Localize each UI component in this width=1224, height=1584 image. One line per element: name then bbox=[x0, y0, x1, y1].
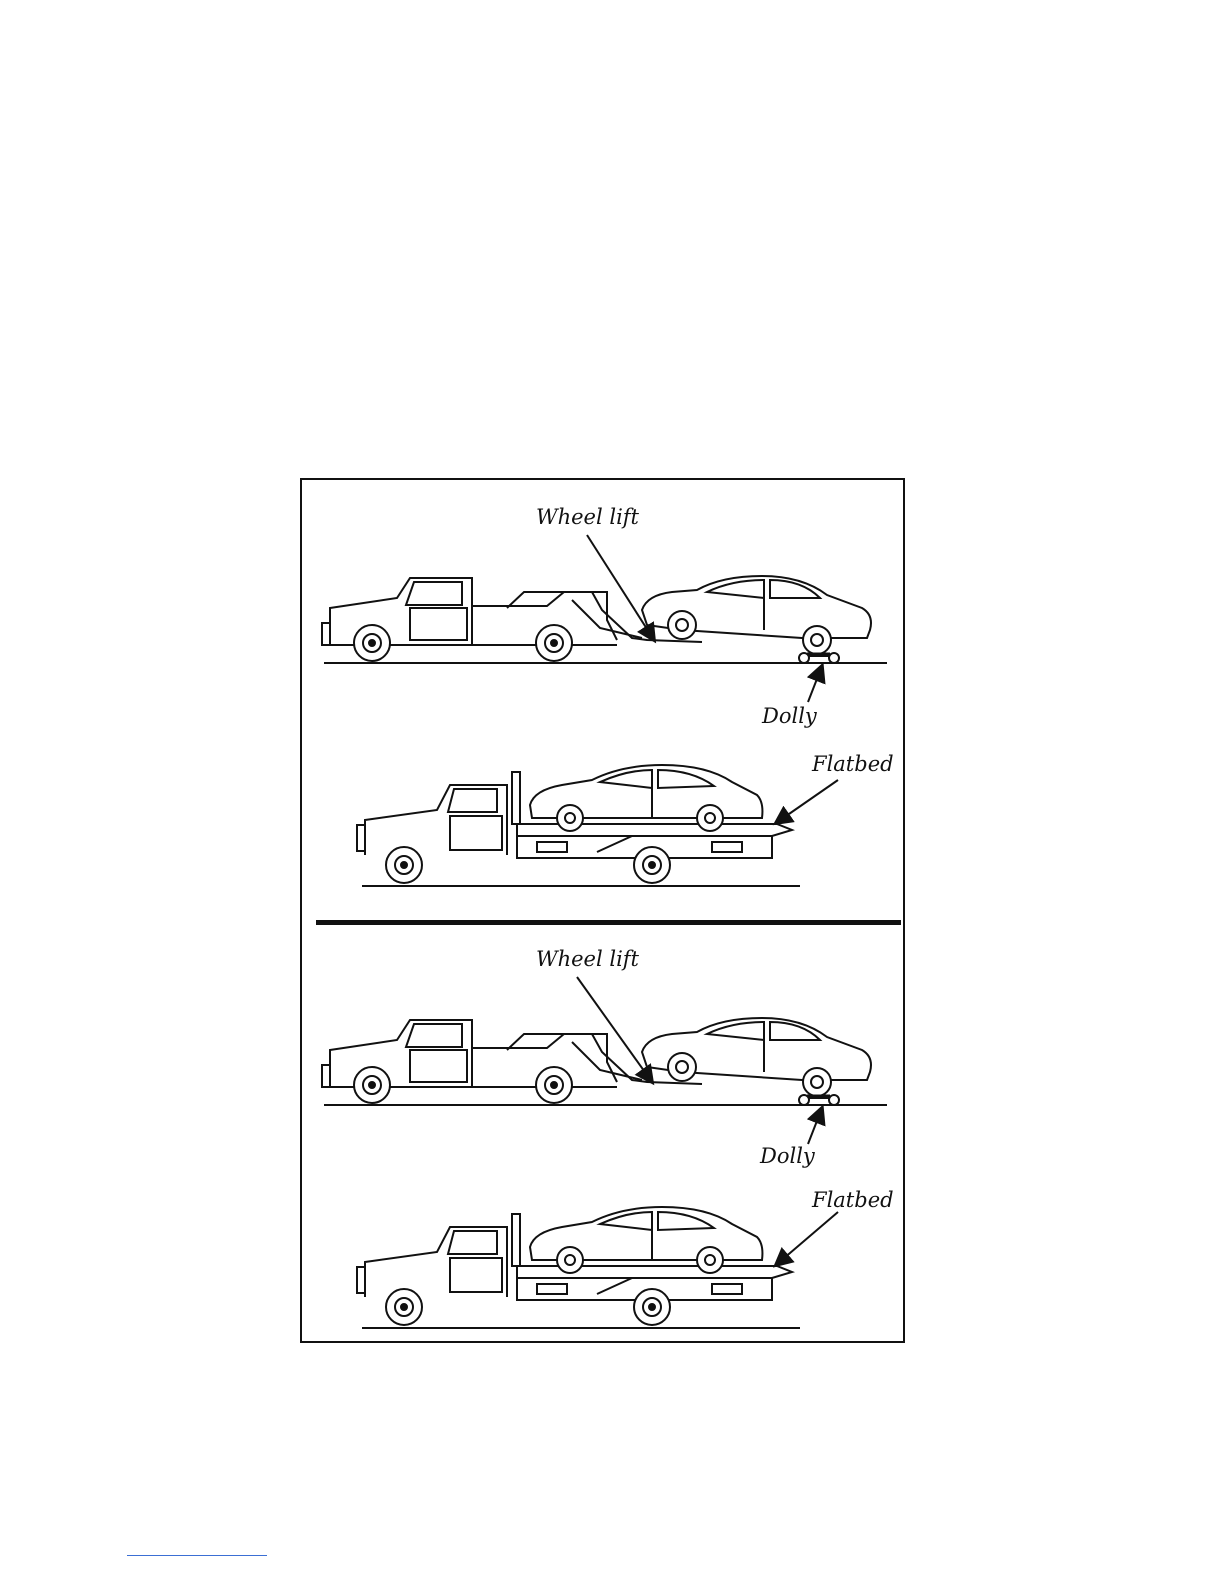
wheel-lift-label: Wheel lift bbox=[536, 507, 639, 528]
dolly-label: Dolly bbox=[762, 706, 817, 727]
flatbed-label: Flatbed bbox=[812, 1190, 894, 1211]
flatbed-truck-icon bbox=[357, 1207, 800, 1328]
dolly-icon bbox=[799, 653, 839, 663]
flatbed-leader bbox=[776, 1212, 838, 1265]
flatbed-leader bbox=[776, 780, 838, 823]
towing-figure: Wheel lift Dolly Flatbed Wheel lift Doll… bbox=[300, 478, 905, 1343]
wheel-lift-label: Wheel lift bbox=[536, 949, 639, 970]
flatbed-truck-icon bbox=[357, 765, 800, 886]
dolly-label: Dolly bbox=[760, 1146, 815, 1167]
panel-divider bbox=[316, 920, 901, 925]
footer-rule bbox=[127, 1555, 267, 1556]
dolly-icon bbox=[799, 1095, 839, 1105]
dolly-leader bbox=[808, 666, 822, 702]
sedan-icon bbox=[642, 576, 871, 654]
dolly-leader bbox=[808, 1108, 822, 1144]
flatbed-label: Flatbed bbox=[812, 754, 894, 775]
sedan-icon bbox=[642, 1018, 871, 1096]
